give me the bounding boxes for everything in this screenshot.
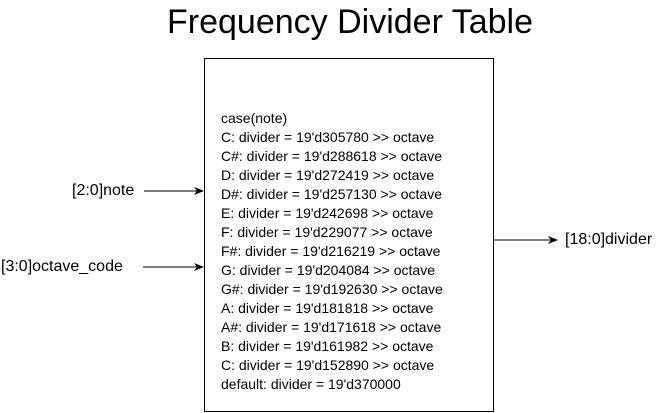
code-line: B: divider = 19'd161982 >> octave — [221, 338, 434, 354]
code-line: E: divider = 19'd242698 >> octave — [221, 205, 434, 221]
code-line: C#: divider = 19'd288618 >> octave — [221, 148, 442, 164]
frequency-divider-block: case(note) C: divider = 19'd305780 >> oc… — [204, 58, 494, 412]
code-line: C: divider = 19'd152890 >> octave — [221, 357, 435, 373]
code-line: default: divider = 19'd370000 — [221, 376, 401, 392]
code-line: F: divider = 19'd229077 >> octave — [221, 224, 433, 240]
code-line: A: divider = 19'd181818 >> octave — [221, 300, 434, 316]
code-line: case(note) — [221, 110, 288, 126]
octave-code-input-label: [3:0]octave_code — [1, 258, 123, 275]
code-line: D: divider = 19'd272419 >> octave — [221, 167, 435, 183]
code-line: G: divider = 19'd204084 >> octave — [221, 262, 435, 278]
code-line: D#: divider = 19'd257130 >> octave — [221, 186, 442, 202]
code-line: C: divider = 19'd305780 >> octave — [221, 129, 435, 145]
case-statement: case(note) C: divider = 19'd305780 >> oc… — [221, 109, 443, 394]
diagram-title: Frequency Divider Table — [167, 3, 533, 41]
note-input-label: [2:0]note — [72, 182, 135, 199]
code-line: A#: divider = 19'd171618 >> octave — [221, 319, 442, 335]
code-line: F#: divider = 19'd216219 >> octave — [221, 243, 441, 259]
divider-output-label: [18:0]divider — [565, 231, 653, 248]
code-line: G#: divider = 19'd192630 >> octave — [221, 281, 443, 297]
